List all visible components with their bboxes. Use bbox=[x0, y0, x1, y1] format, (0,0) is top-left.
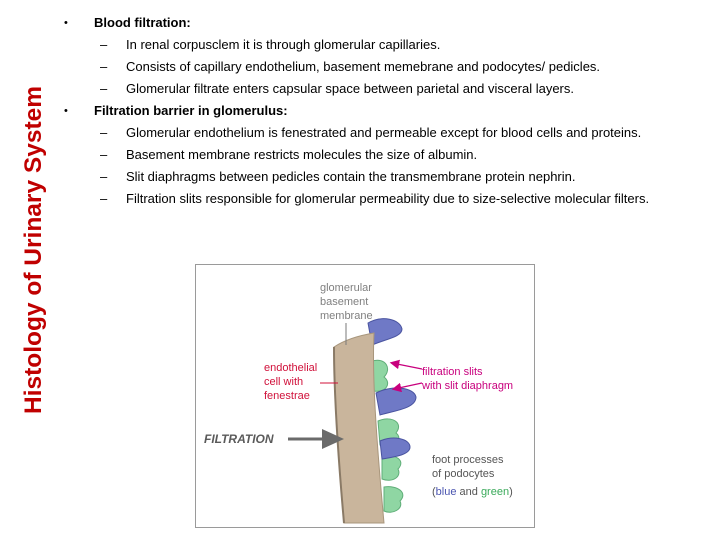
sub-item: – Basement membrane restricts molecules t… bbox=[64, 144, 698, 166]
sub-item-text: Slit diaphragms between pedicles contain… bbox=[126, 169, 576, 184]
blue-foot-process bbox=[367, 318, 403, 346]
endothelial-label-line1: endothelial bbox=[264, 362, 317, 374]
endothelial-layer bbox=[333, 346, 345, 524]
side-title: Histology of Urinary System bbox=[0, 0, 58, 500]
dash: – bbox=[100, 191, 108, 206]
blue-foot-process bbox=[379, 437, 411, 460]
dash: – bbox=[100, 169, 108, 184]
slits-pointer-upper bbox=[389, 359, 423, 370]
filtration-barrier-figure: glomerular basement membrane endothelial… bbox=[195, 264, 535, 528]
foot-label-paren-close: ) bbox=[509, 486, 513, 498]
foot-label-line2: of podocytes bbox=[432, 468, 495, 480]
green-foot-process bbox=[381, 455, 402, 481]
dash: – bbox=[100, 147, 108, 162]
sub-item: – Filtration slits responsible for glomer… bbox=[64, 190, 698, 208]
gbm-label: glomerular basement membrane bbox=[320, 282, 373, 322]
dash: – bbox=[100, 125, 108, 140]
sub-item-text: Glomerular endothelium is fenestrated an… bbox=[126, 125, 642, 140]
bullet-title: Blood filtration: bbox=[94, 15, 191, 30]
filtration-arrow bbox=[288, 429, 344, 449]
slide-content: • Blood filtration: – In renal corpusclem… bbox=[64, 12, 698, 210]
endothelial-label: endothelial cell with fenestrae bbox=[264, 362, 317, 402]
endothelial-label-line2: cell with bbox=[264, 376, 303, 388]
gbm-label-line2: basement bbox=[320, 296, 368, 308]
bullet-filtration-barrier: • Filtration barrier in glomerulus: bbox=[64, 100, 698, 122]
foot-label-green: green bbox=[481, 486, 509, 498]
foot-label-and: and bbox=[456, 486, 480, 498]
sub-item: – Slit diaphragms between pedicles contai… bbox=[64, 166, 698, 188]
sub-item-text: In renal corpusclem it is through glomer… bbox=[126, 37, 441, 52]
dash: – bbox=[100, 37, 108, 52]
bullet-dot: • bbox=[64, 17, 68, 29]
slits-label: filtration slits with slit diaphragm bbox=[421, 366, 513, 392]
sub-item: – Glomerular endothelium is fenestrated a… bbox=[64, 124, 698, 142]
sub-item: – In renal corpusclem it is through glome… bbox=[64, 34, 698, 56]
sub-item-text: Consists of capillary endothelium, basem… bbox=[126, 59, 601, 74]
endothelial-label-line3: fenestrae bbox=[264, 390, 310, 402]
bullet-blood-filtration: • Blood filtration: bbox=[64, 12, 698, 34]
filtration-diagram: glomerular basement membrane endothelial… bbox=[204, 282, 513, 524]
slits-pointer-lower bbox=[391, 382, 423, 393]
foot-label-blue: blue bbox=[436, 486, 457, 498]
bullet-title: Filtration barrier in glomerulus: bbox=[94, 103, 288, 118]
sub-item-text: Glomerular filtrate enters capsular spac… bbox=[126, 81, 574, 96]
green-foot-process bbox=[383, 486, 404, 513]
gbm-label-line1: glomerular bbox=[320, 282, 372, 294]
bullet-dot: • bbox=[64, 105, 68, 117]
sub-item: – Glomerular filtrate enters capsular spa… bbox=[64, 78, 698, 100]
sub-item-text: Basement membrane restricts molecules th… bbox=[126, 147, 478, 162]
slits-label-line2: with slit diaphragm bbox=[421, 380, 513, 392]
foot-label-line1: foot processes bbox=[432, 454, 504, 466]
dash: – bbox=[100, 59, 108, 74]
slits-label-line1: filtration slits bbox=[422, 366, 483, 378]
sub-item: – Consists of capillary endothelium, base… bbox=[64, 56, 698, 78]
filtration-label: FILTRATION bbox=[204, 432, 274, 446]
gbm-label-line3: membrane bbox=[320, 310, 373, 322]
blue-foot-process bbox=[375, 387, 417, 416]
side-title-text: Histology of Urinary System bbox=[20, 85, 47, 415]
sub-item-text: Filtration slits responsible for glomeru… bbox=[126, 191, 650, 206]
foot-processes-label: foot processes of podocytes (blue and gr… bbox=[432, 454, 513, 498]
foot-label-paren-open: ( bbox=[432, 486, 436, 498]
foot-label-line3: (blue and green) bbox=[432, 486, 513, 498]
dash: – bbox=[100, 81, 108, 96]
